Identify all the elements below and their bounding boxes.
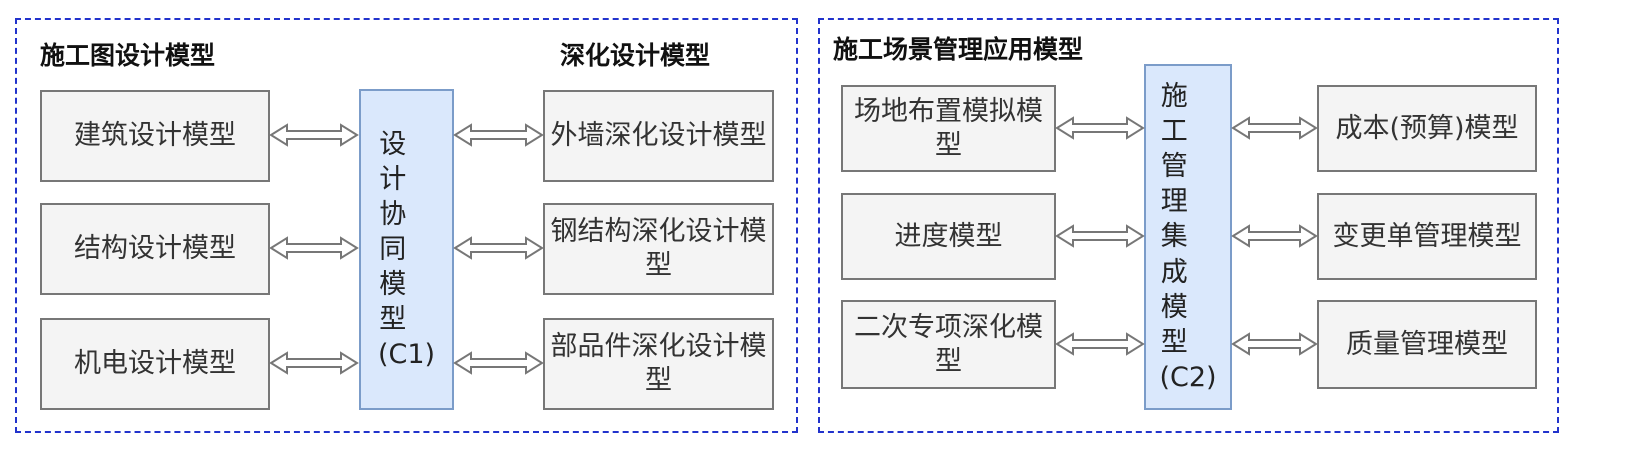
hub-c1-code: (C1) — [377, 339, 436, 371]
bidirectional-arrow-icon — [1055, 224, 1145, 248]
bidirectional-arrow-icon — [269, 236, 359, 260]
design-model-group — [15, 18, 798, 433]
hub-c1-label: 设计协同模型 — [379, 128, 407, 336]
bidirectional-arrow-icon — [1055, 332, 1145, 356]
group-title-construction-scene: 施工场景管理应用模型 — [833, 35, 1084, 64]
bidirectional-arrow-icon — [453, 351, 544, 375]
group-title-construction-drawing: 施工图设计模型 — [40, 41, 216, 70]
target-box-facade: 外墙深化设计模型 — [543, 90, 774, 182]
target-box-cost: 成本(预算)模型 — [1317, 85, 1537, 172]
bidirectional-arrow-icon — [1055, 116, 1145, 140]
target-box-change-order: 变更单管理模型 — [1317, 193, 1537, 280]
bidirectional-arrow-icon — [453, 236, 544, 260]
source-box-mep: 机电设计模型 — [40, 318, 270, 410]
source-box-schedule: 进度模型 — [841, 193, 1056, 280]
source-box-structure: 结构设计模型 — [40, 203, 270, 295]
bidirectional-arrow-icon — [1231, 332, 1318, 356]
bidirectional-arrow-icon — [269, 123, 359, 147]
target-box-steel: 钢结构深化设计模型 — [543, 203, 774, 295]
construction-model-group — [818, 18, 1559, 433]
hub-c2: 施工管理集成模型 (C2) — [1144, 64, 1232, 410]
source-box-secondary-deepening: 二次专项深化模型 — [841, 300, 1056, 389]
group-title-deepened-design: 深化设计模型 — [560, 41, 711, 70]
hub-c2-code: (C2) — [1159, 361, 1217, 393]
hub-c1: 设计协同模型 (C1) — [359, 89, 454, 410]
target-box-quality: 质量管理模型 — [1317, 300, 1537, 389]
bidirectional-arrow-icon — [1231, 224, 1318, 248]
bidirectional-arrow-icon — [1231, 116, 1318, 140]
target-box-components: 部品件深化设计模型 — [543, 318, 774, 410]
source-box-architecture: 建筑设计模型 — [40, 90, 270, 182]
bidirectional-arrow-icon — [269, 351, 359, 375]
bidirectional-arrow-icon — [453, 123, 544, 147]
source-box-site-layout: 场地布置模拟模型 — [841, 85, 1056, 172]
hub-c2-label: 施工管理集成模型 — [1160, 81, 1188, 358]
